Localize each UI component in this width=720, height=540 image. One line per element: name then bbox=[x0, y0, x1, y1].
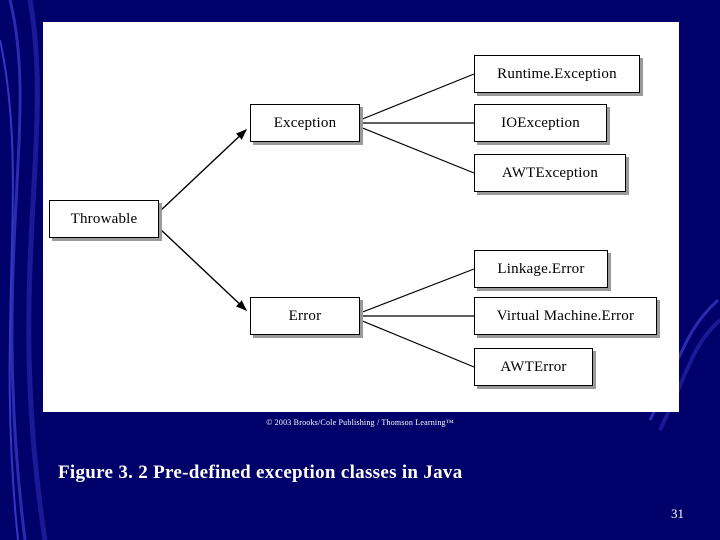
diagram-panel: Throwable Exception Error Runtime.Except… bbox=[43, 22, 679, 412]
node-virtual-machine-error: Virtual Machine.Error bbox=[474, 297, 657, 335]
node-throwable: Throwable bbox=[49, 200, 159, 238]
node-runtime-exception: Runtime.Exception bbox=[474, 55, 640, 93]
node-ioexception: IOException bbox=[474, 104, 607, 142]
edge-error-awterror bbox=[359, 319, 475, 368]
node-awterror-label: AWTError bbox=[500, 358, 567, 375]
node-linkage-error: Linkage.Error bbox=[474, 250, 608, 288]
edge-error-linkageerror bbox=[359, 268, 475, 314]
node-ioexception-label: IOException bbox=[501, 114, 580, 131]
node-awterror: AWTError bbox=[474, 348, 593, 386]
figure-caption: Figure 3. 2 Pre-defined exception classe… bbox=[58, 462, 463, 483]
diagram-edges bbox=[158, 73, 475, 368]
node-throwable-label: Throwable bbox=[70, 210, 138, 227]
edge-throwable-error bbox=[158, 227, 248, 311]
node-awtexception: AWTException bbox=[474, 154, 626, 192]
node-virtual-machine-error-label: Virtual Machine.Error bbox=[496, 307, 635, 324]
node-exception-label: Exception bbox=[273, 114, 337, 131]
edge-exception-runtimeexception bbox=[359, 73, 475, 121]
node-error-label: Error bbox=[288, 307, 322, 324]
copyright-notice: © 2003 Brooks/Cole Publishing / Thomson … bbox=[266, 418, 454, 427]
page-number: 31 bbox=[671, 506, 684, 521]
edge-throwable-exception bbox=[158, 129, 248, 213]
node-awtexception-label: AWTException bbox=[501, 164, 599, 181]
node-error: Error bbox=[250, 297, 360, 335]
node-runtime-exception-label: Runtime.Exception bbox=[497, 65, 617, 82]
node-exception: Exception bbox=[250, 104, 360, 142]
node-linkage-error-label: Linkage.Error bbox=[497, 260, 585, 277]
edge-exception-awtexception bbox=[359, 126, 475, 174]
